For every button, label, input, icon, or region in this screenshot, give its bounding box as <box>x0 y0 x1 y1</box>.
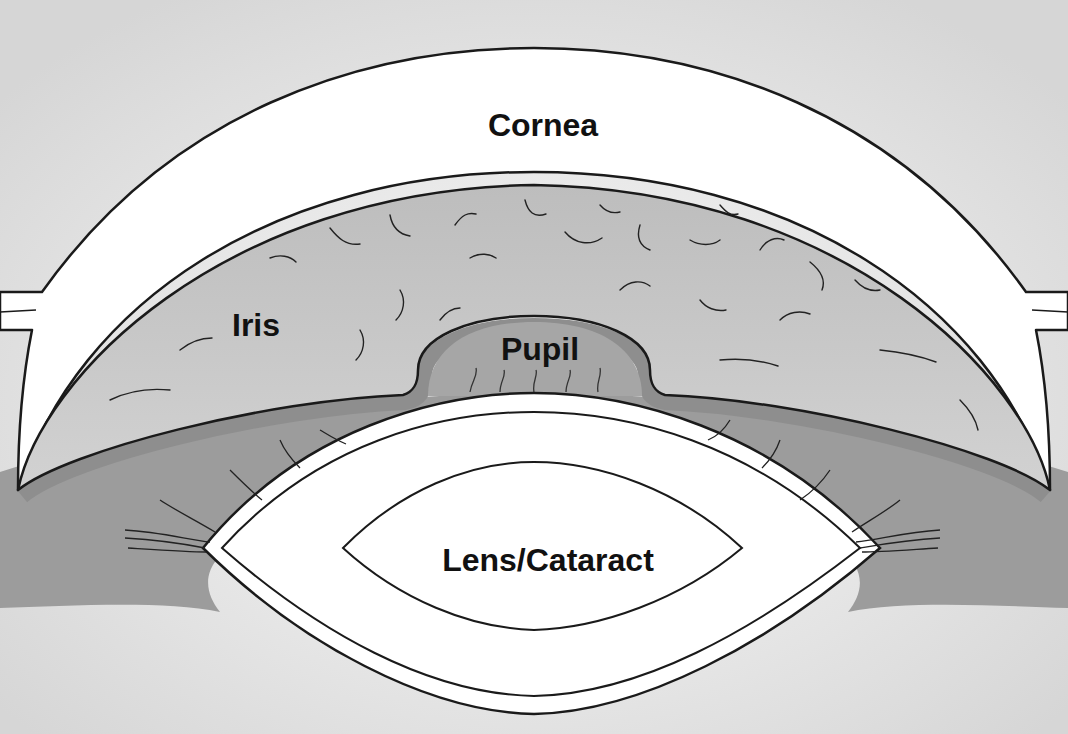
pupil-shape <box>428 322 642 396</box>
lens-cortex <box>222 412 860 696</box>
lens-nucleus <box>343 462 742 630</box>
part-label: Cornea <box>488 108 598 143</box>
part-label: Iris <box>232 308 280 343</box>
pupil-fibers <box>470 368 600 392</box>
part-label: Pupil <box>501 332 579 367</box>
zonule-fibers <box>125 420 940 552</box>
part-label: Lens/Cataract <box>442 543 654 578</box>
lens-capsule <box>203 393 880 714</box>
